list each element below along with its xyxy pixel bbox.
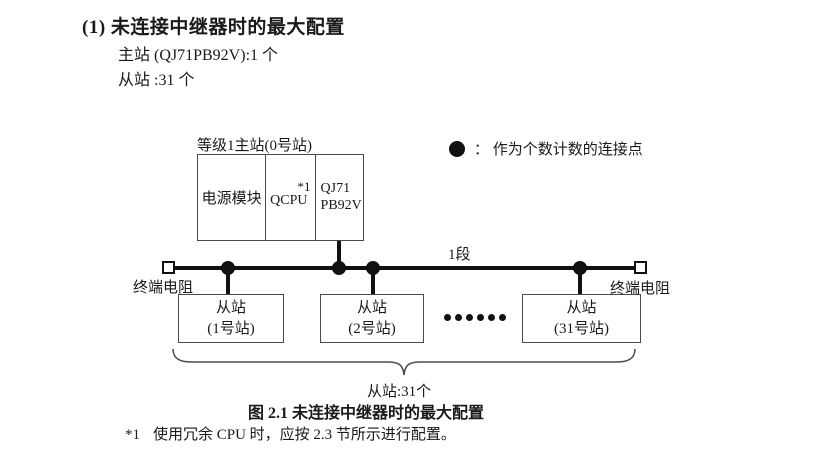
- brace-label: 从站:31个: [367, 384, 432, 400]
- connection-point-icon: [449, 140, 465, 157]
- legend-label: ： 作为个数计数的连接点: [474, 142, 643, 158]
- master-station-label: 等级1主站(0号站): [197, 138, 312, 154]
- connection-dot-slave2: [366, 261, 380, 275]
- master-drop-line: [337, 241, 341, 268]
- qcpu-cell: *1 QCPU: [265, 155, 314, 240]
- slave-count-line: 从站 :31 个: [118, 72, 195, 89]
- slave-station-2-box: 从站 (2号站): [320, 294, 424, 343]
- slave1-label-line2: (1号站): [207, 320, 255, 337]
- slave-station-1-box: 从站 (1号站): [178, 294, 284, 343]
- footnote-text: 使用冗余 CPU 时，应按 2.3 节所示进行配置。: [153, 427, 456, 443]
- footnote: *1 使用冗余 CPU 时，应按 2.3 节所示进行配置。: [125, 423, 456, 444]
- terminator-left-label: 终端电阻: [133, 280, 194, 296]
- terminator-left-icon: [162, 261, 175, 274]
- slave2-label-line2: (2号站): [348, 320, 396, 337]
- slave31-label-line2: (31号站): [554, 320, 609, 337]
- legend: ： 作为个数计数的连接点: [449, 138, 643, 159]
- connection-dot-slave31: [573, 261, 587, 275]
- terminator-right-label: 终端电阻: [610, 281, 671, 297]
- ellipsis-dots-icon: [444, 314, 506, 321]
- segment-label: 1段: [448, 247, 471, 263]
- pb92v-label-line1: QJ71: [320, 181, 351, 197]
- slave1-drop-line: [226, 268, 230, 295]
- pb92v-cell: QJ71 PB92V: [314, 155, 363, 240]
- connection-dot-slave1: [221, 261, 235, 275]
- slave2-drop-line: [371, 268, 375, 295]
- master-station-box: 电源模块 *1 QCPU QJ71 PB92V: [197, 154, 364, 241]
- brace-under-slaves: [172, 348, 636, 376]
- qcpu-footnote-ref: *1: [297, 179, 311, 194]
- slave-station-31-box: 从站 (31号站): [522, 294, 641, 343]
- power-module-cell: 电源模块: [201, 191, 262, 207]
- qcpu-label: QCPU: [270, 193, 308, 208]
- bus-line: [172, 266, 638, 270]
- section-heading: (1) 未连接中继器时的最大配置: [82, 17, 345, 38]
- master-count-line: 主站 (QJ71PB92V):1 个: [118, 47, 279, 64]
- footnote-marker: *1: [125, 427, 140, 443]
- slave2-label-line1: 从站: [356, 300, 387, 317]
- slave31-drop-line: [578, 268, 582, 295]
- terminator-right-icon: [634, 261, 647, 274]
- connection-dot-master: [332, 261, 346, 275]
- figure-caption: 图 2.1 未连接中继器时的最大配置: [248, 405, 485, 422]
- slave1-label-line1: 从站: [215, 300, 246, 317]
- slave31-label-line1: 从站: [566, 300, 597, 317]
- pb92v-label-line2: PB92V: [320, 197, 362, 213]
